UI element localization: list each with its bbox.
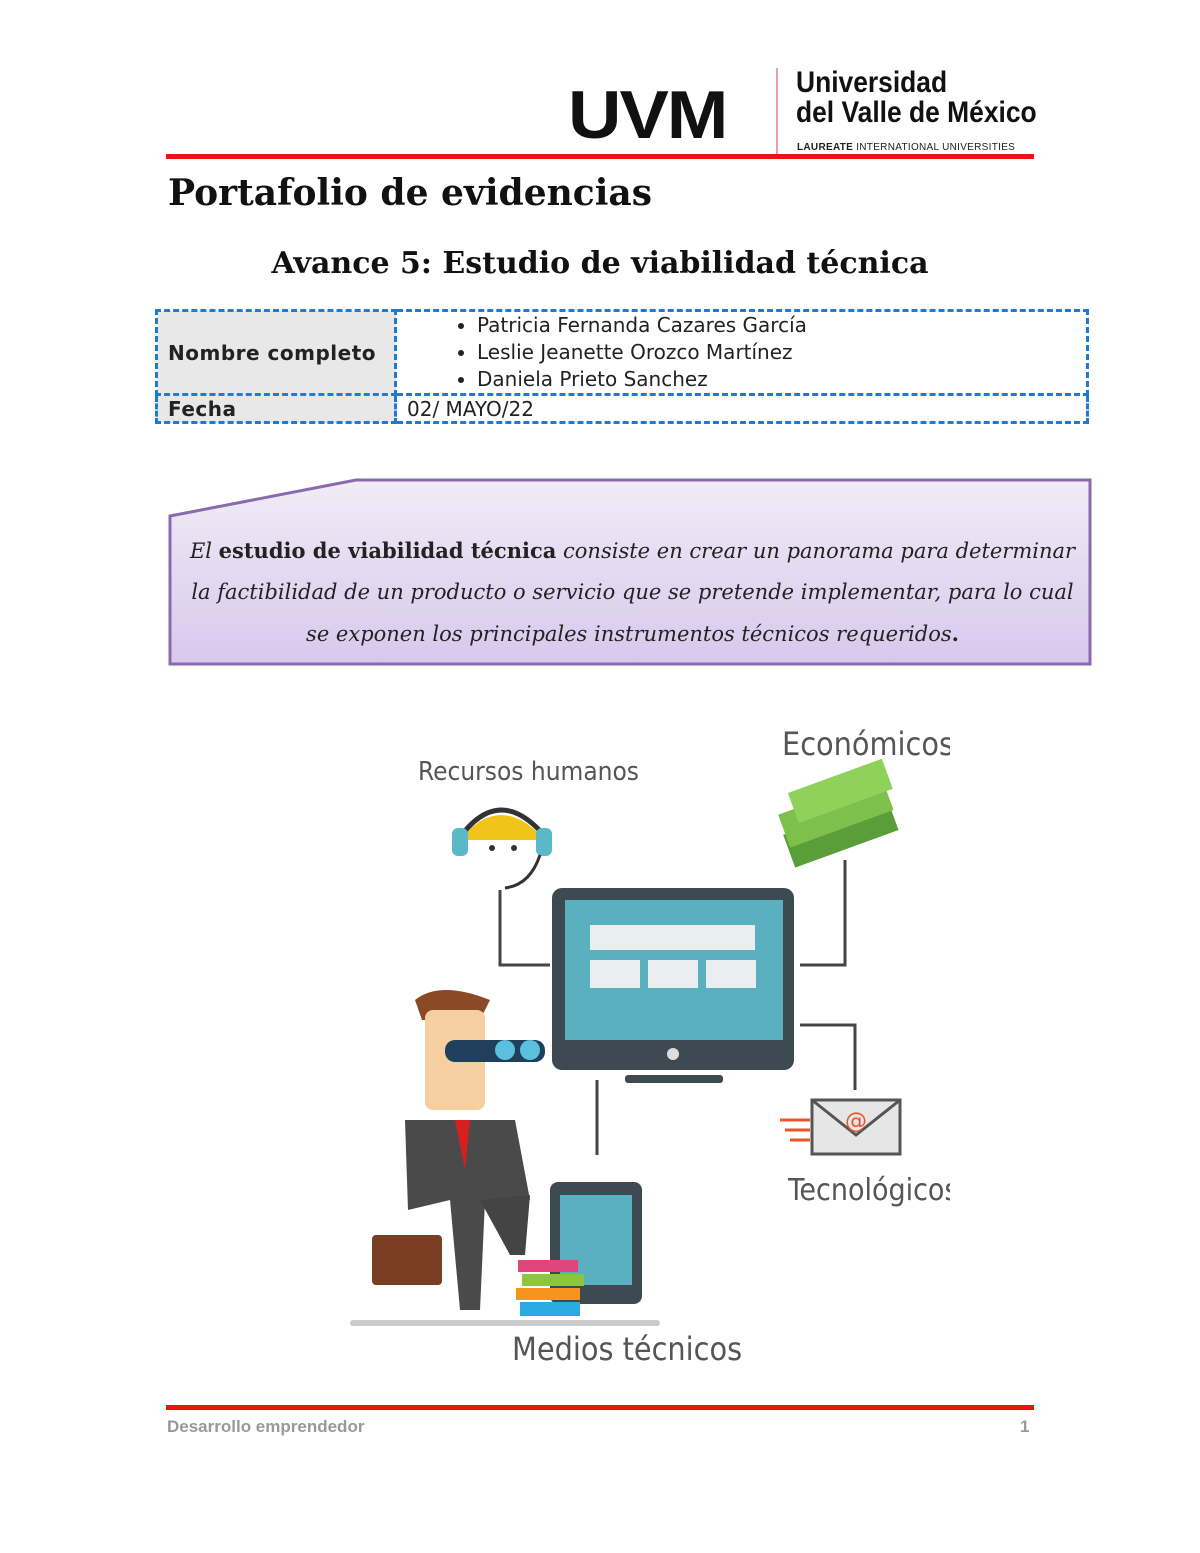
money-icon xyxy=(778,758,899,868)
ground-line xyxy=(350,1320,660,1326)
laureate-tagline: LAUREATE INTERNATIONAL UNIVERSITIES xyxy=(797,142,1015,153)
footer-rule xyxy=(166,1405,1034,1410)
monitor-icon xyxy=(552,888,794,1083)
name-label: Nombre completo xyxy=(155,309,397,396)
callout-text-body: consiste en crear un panorama para deter… xyxy=(191,539,1076,646)
callout-text: El estudio de viabilidad técnica consist… xyxy=(185,530,1080,655)
logo-divider xyxy=(776,68,778,154)
date-value: 02/ MAYO/22 xyxy=(394,393,1089,424)
callout-bold-term: estudio de viabilidad técnica xyxy=(218,538,557,563)
callout-period: . xyxy=(951,621,959,646)
names-cell: Patricia Fernanda Cazares García Leslie … xyxy=(394,309,1089,396)
list-item: Patricia Fernanda Cazares García xyxy=(477,312,1076,339)
page-number: 1 xyxy=(1020,1417,1030,1436)
headset-icon xyxy=(452,807,552,890)
table-row-date: Fecha 02/ MAYO/22 xyxy=(155,393,1089,424)
callout-text-start: El xyxy=(189,539,219,563)
laureate-bold: LAUREATE xyxy=(797,142,854,153)
university-name-line1: Universidad xyxy=(796,66,948,99)
university-name-line2: del Valle de México xyxy=(796,96,1037,129)
callout-box xyxy=(168,478,1092,666)
label-economic: Económicos xyxy=(782,725,950,763)
uvm-logo-mark: UVM xyxy=(568,76,728,153)
date-label: Fecha xyxy=(155,393,397,424)
names-list: Patricia Fernanda Cazares García Leslie … xyxy=(407,312,1076,393)
footer-course: Desarrollo emprendedor xyxy=(167,1417,365,1436)
list-item: Leslie Jeanette Orozco Martínez xyxy=(477,339,1076,366)
info-table: Nombre completo Patricia Fernanda Cazare… xyxy=(155,309,1089,424)
books-icon xyxy=(516,1260,584,1316)
label-technological: Tecnológicos xyxy=(787,1173,950,1208)
cables xyxy=(498,860,857,1155)
page-title: Portafolio de evidencias xyxy=(168,172,652,214)
table-row-names: Nombre completo Patricia Fernanda Cazare… xyxy=(155,309,1089,396)
email-icon: @ xyxy=(780,1098,902,1156)
page-subtitle: Avance 5: Estudio de viabilidad técnica xyxy=(271,246,929,281)
label-technical-media: Medios técnicos xyxy=(512,1330,742,1368)
svg-text:@: @ xyxy=(845,1109,867,1134)
university-name: Universidad del Valle de México xyxy=(796,68,1037,128)
label-human-resources: Recursos humanos xyxy=(418,757,639,787)
list-item: Daniela Prieto Sanchez xyxy=(477,366,1076,393)
header-rule xyxy=(166,154,1034,159)
laureate-text: INTERNATIONAL UNIVERSITIES xyxy=(856,142,1016,153)
viability-illustration: Recursos humanos Económicos Tecnológicos… xyxy=(350,725,950,1368)
businessman-icon xyxy=(372,990,545,1310)
